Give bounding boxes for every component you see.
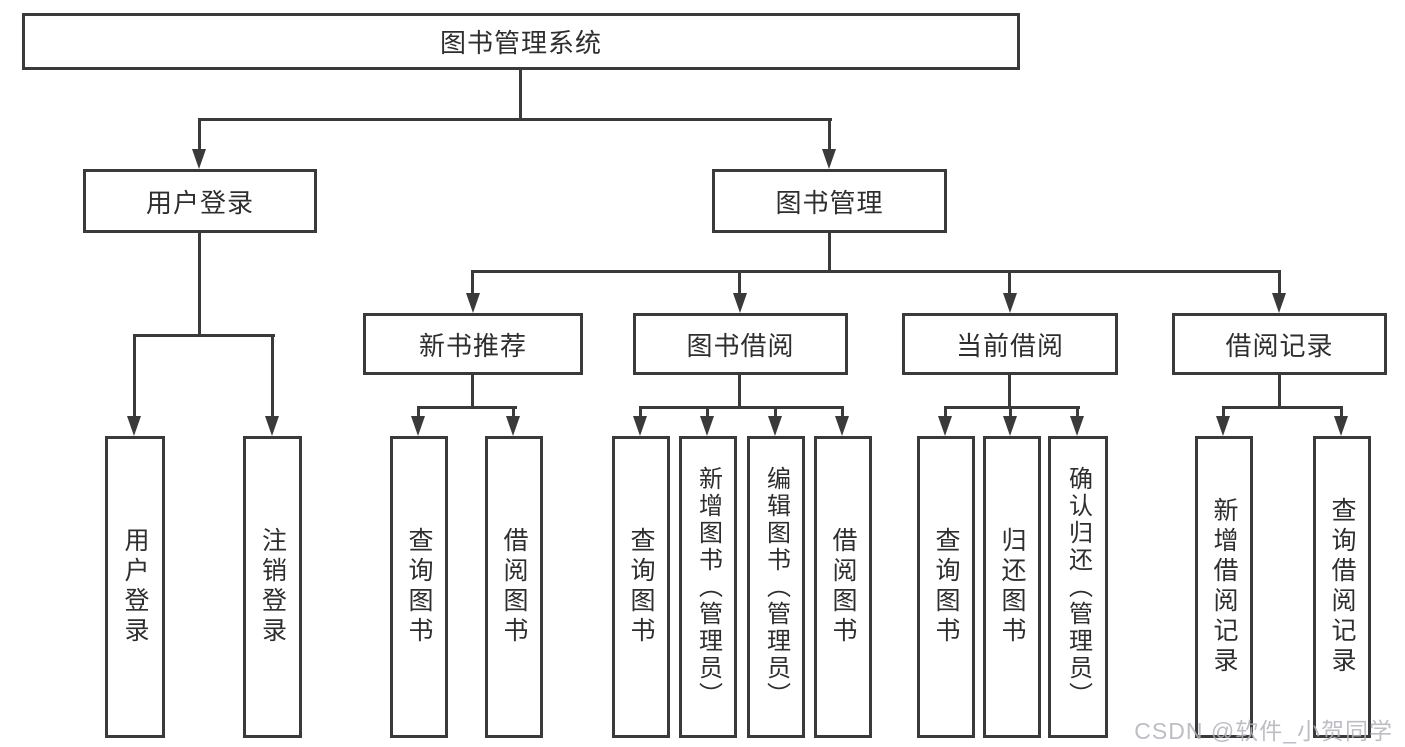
arrow-down-icon [127, 416, 141, 436]
connector-line [1008, 374, 1011, 409]
node-borrowing-records: 借阅记录 [1172, 313, 1387, 375]
arrow-down-icon [265, 416, 279, 436]
connector-line [198, 231, 201, 337]
node-current-borrowing: 当前借阅 [902, 313, 1118, 375]
connector-line [417, 406, 420, 420]
connector-line [198, 118, 832, 121]
arrow-down-icon [466, 293, 480, 313]
leaf-query-borrow-record: 查询借阅记录 [1313, 436, 1371, 738]
connector-line [639, 406, 642, 420]
leaf-logout: 注销登录 [243, 436, 302, 738]
connector-line [417, 406, 517, 409]
connector-line [774, 406, 777, 420]
node-root-system: 图书管理系统 [22, 13, 1020, 70]
connector-line [828, 118, 831, 152]
connector-line [1222, 406, 1225, 420]
arrow-down-icon [192, 149, 206, 169]
arrow-down-icon [835, 416, 849, 436]
arrow-down-icon [411, 416, 425, 436]
arrow-down-icon [1272, 293, 1286, 313]
leaf-borrow-books-recommend: 借阅图书 [485, 436, 543, 738]
node-new-book-recommend: 新书推荐 [363, 313, 583, 375]
connector-line [1340, 406, 1343, 420]
connector-line [133, 334, 275, 337]
arrow-down-icon [506, 416, 520, 436]
connector-line [519, 67, 522, 121]
leaf-return-books: 归还图书 [983, 436, 1041, 738]
leaf-add-borrow-record: 新增借阅记录 [1195, 436, 1253, 738]
connector-line [1008, 270, 1011, 296]
connector-line [944, 406, 1080, 409]
connector-line [841, 406, 844, 420]
connector-line [738, 270, 741, 296]
leaf-user-login: 用户登录 [105, 436, 165, 738]
arrow-down-icon [1334, 416, 1348, 436]
connector-line [271, 334, 274, 418]
connector-line [1278, 270, 1281, 296]
connector-line [944, 406, 947, 420]
connector-line [1222, 406, 1343, 409]
leaf-query-books-borrow: 查询图书 [612, 436, 670, 738]
arrow-down-icon [700, 416, 714, 436]
connector-line [512, 406, 515, 420]
connector-line [706, 406, 709, 420]
leaf-query-books-current: 查询图书 [917, 436, 975, 738]
leaf-confirm-return-admin: 确认归还（管理员） [1048, 436, 1108, 738]
connector-line [1009, 406, 1012, 420]
connector-line [639, 406, 844, 409]
arrow-down-icon [1070, 416, 1084, 436]
arrow-down-icon [822, 149, 836, 169]
connector-line [828, 231, 831, 273]
connector-line [471, 270, 1281, 273]
leaf-edit-books-admin: 编辑图书（管理员） [747, 436, 805, 738]
arrow-down-icon [1003, 293, 1017, 313]
leaf-add-books-admin: 新增图书（管理员） [679, 436, 737, 738]
arrow-down-icon [768, 416, 782, 436]
csdn-watermark: CSDN @软件_小贺同学 [1134, 718, 1393, 744]
connector-line [1278, 374, 1281, 409]
leaf-borrow-books: 借阅图书 [814, 436, 872, 738]
arrow-down-icon [733, 293, 747, 313]
connector-line [471, 270, 474, 296]
arrow-down-icon [1216, 416, 1230, 436]
node-book-borrowing: 图书借阅 [633, 313, 848, 375]
connector-line [1076, 406, 1079, 420]
arrow-down-icon [1003, 416, 1017, 436]
node-book-management: 图书管理 [712, 169, 947, 233]
connector-line [471, 374, 474, 409]
leaf-query-books-recommend: 查询图书 [390, 436, 448, 738]
arrow-down-icon [633, 416, 647, 436]
connector-line [738, 374, 741, 409]
connector-line [133, 334, 136, 418]
arrow-down-icon [938, 416, 952, 436]
connector-line [198, 118, 201, 152]
node-user-login: 用户登录 [83, 169, 317, 233]
